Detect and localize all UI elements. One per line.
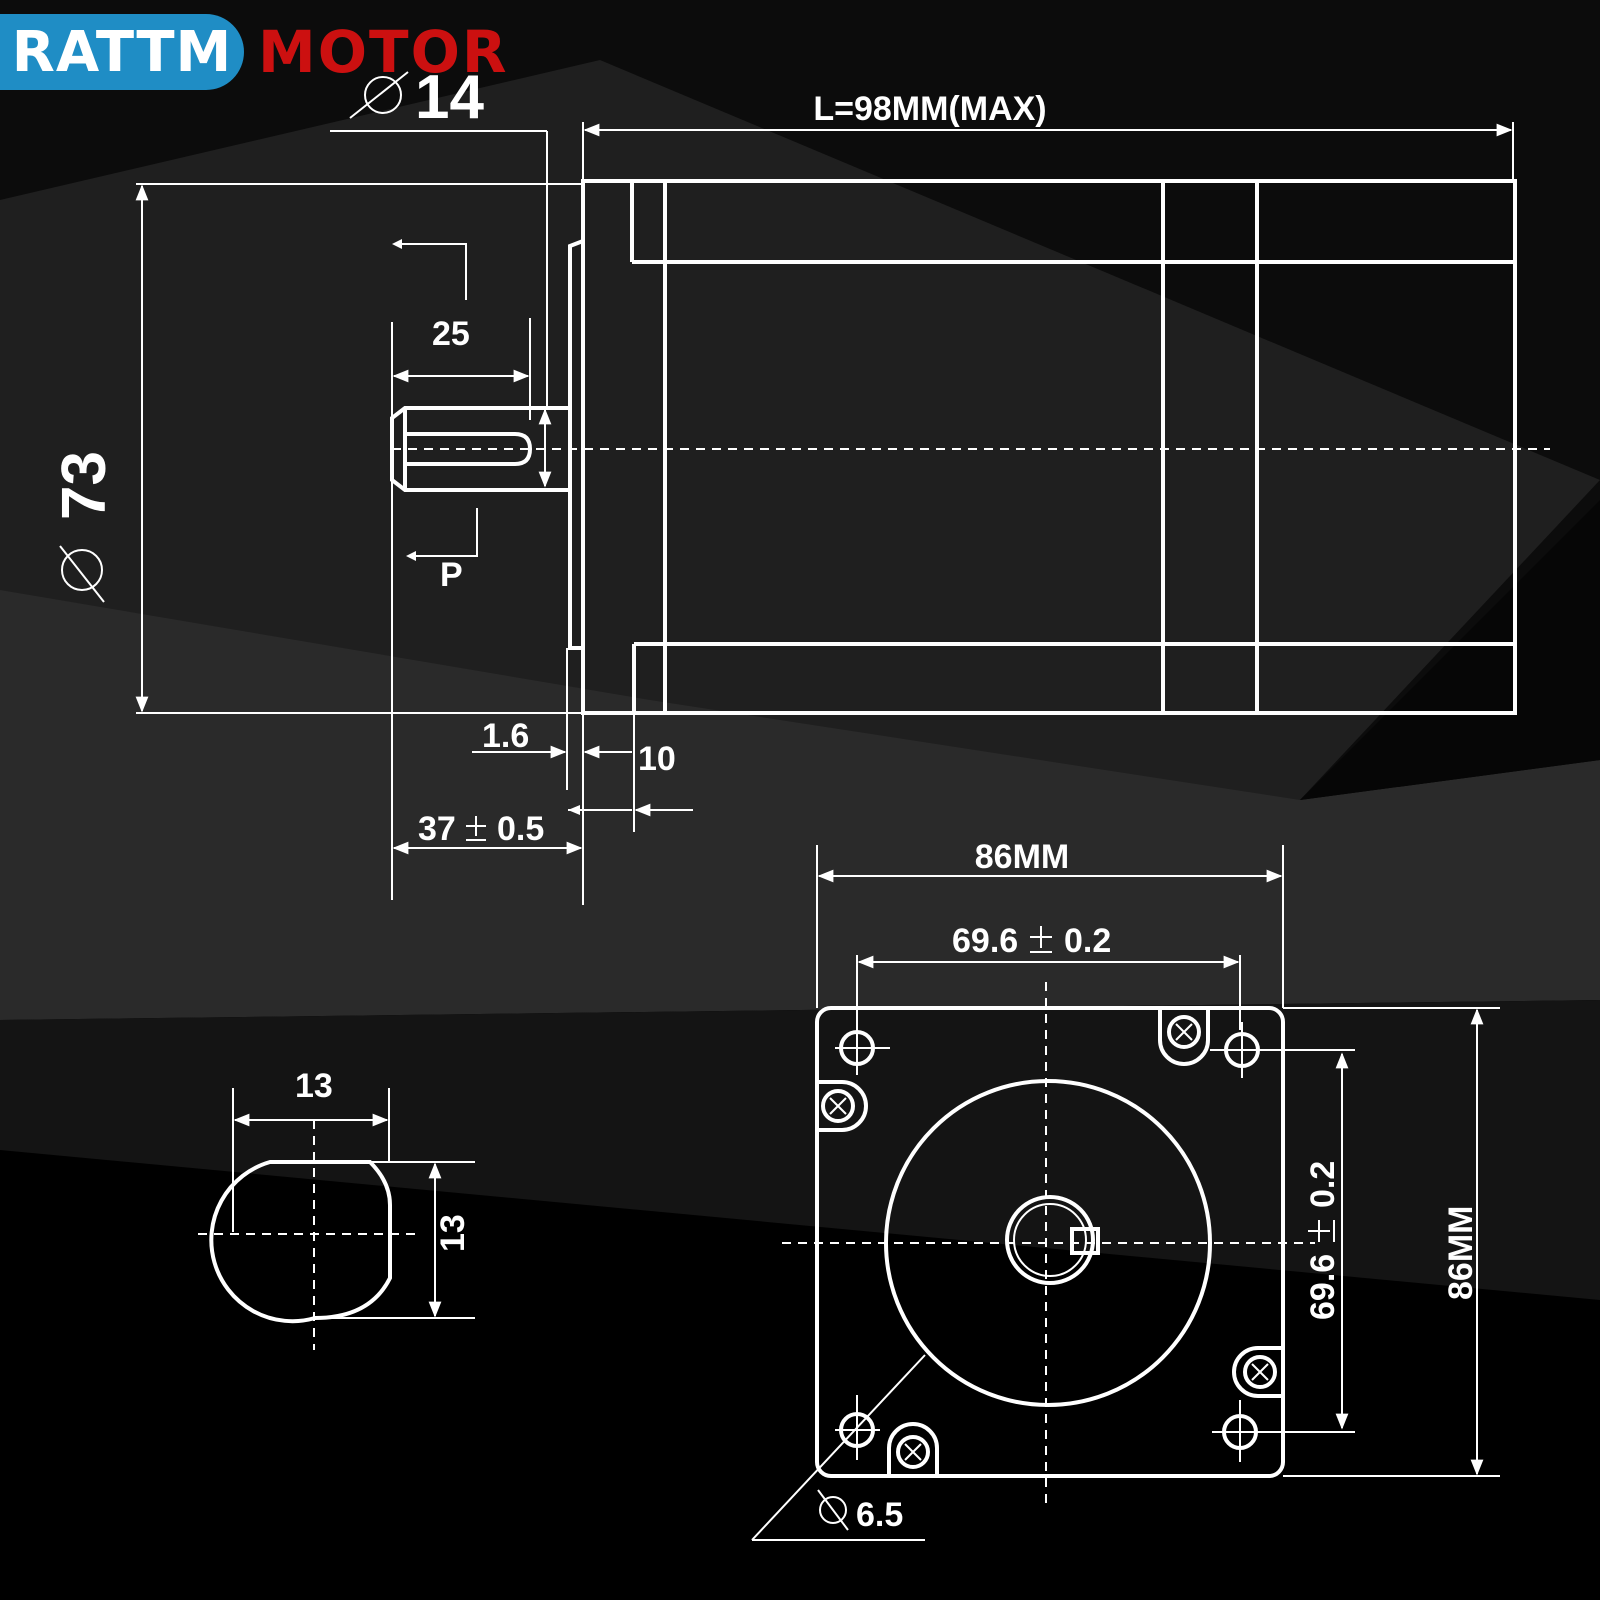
key-label: P <box>440 556 463 594</box>
shaft-total-tolerance: 0.5 <box>497 810 544 848</box>
section-width-label: 13 <box>295 1067 333 1105</box>
hole-spacing-vertical-tolerance: 0.2 <box>1304 1161 1342 1208</box>
hole-spacing-vertical-label: 69.6 <box>1304 1254 1342 1320</box>
dimension-hole-diameter: 6.5 <box>751 1354 926 1541</box>
mounting-hole <box>1210 1022 1355 1078</box>
motor-front-view <box>782 982 1355 1505</box>
hole-diameter-label: 6.5 <box>856 1496 903 1534</box>
dimension-frame-height: 86MM <box>1283 1007 1500 1477</box>
flange-thickness-label: 1.6 <box>482 717 529 755</box>
dimension-length: L=98MM(MAX) <box>582 90 1514 181</box>
flange-diameter-label: 73 <box>50 451 119 520</box>
frame-height-label: 86MM <box>1442 1206 1480 1300</box>
boss-length-label: 10 <box>638 740 676 778</box>
dimension-shaft-total: 37 0.5 <box>392 810 583 855</box>
length-label: L=98MM(MAX) <box>813 90 1046 128</box>
background-shapes <box>0 0 1600 1300</box>
shaft-length-label: 25 <box>432 315 470 353</box>
shaft-section-view: 13 13 <box>198 1067 475 1350</box>
dimension-shaft-length: 25 <box>391 239 531 900</box>
dimension-flange-diameter: 73 <box>50 183 583 714</box>
dimension-hole-spacing: 69.6 0.2 <box>856 922 1241 1030</box>
dimension-key: P <box>406 508 478 594</box>
brand-name-secondary: MOTOR <box>258 18 509 86</box>
hole-spacing-label: 69.6 <box>952 922 1018 960</box>
section-height-label: 13 <box>434 1214 472 1252</box>
screw-icon <box>1232 1346 1283 1398</box>
shaft-total-label: 37 <box>418 810 456 848</box>
plus-minus-icon <box>466 816 486 841</box>
screw-icon <box>817 1080 868 1132</box>
screw-icon <box>887 1422 939 1476</box>
plus-minus-icon <box>1308 1220 1335 1242</box>
shaft-diameter-label: 14 <box>415 63 484 132</box>
dimension-shaft-diameter: 14 <box>330 63 552 488</box>
plus-minus-icon <box>1030 926 1052 953</box>
brand-logo: RATTM <box>0 14 244 90</box>
hole-spacing-tolerance: 0.2 <box>1064 922 1111 960</box>
brand-name-primary: RATTM <box>11 19 233 85</box>
dimension-hole-spacing-vertical: 69.6 0.2 <box>1304 1052 1349 1430</box>
frame-width-label: 86MM <box>975 838 1069 876</box>
dimension-flange-thickness: 1.6 10 <box>472 648 693 905</box>
dimension-frame-width: 86MM <box>816 838 1284 1008</box>
mounting-hole <box>1212 1400 1355 1462</box>
motor-side-view <box>390 179 1550 715</box>
screw-icon <box>1158 1008 1210 1066</box>
